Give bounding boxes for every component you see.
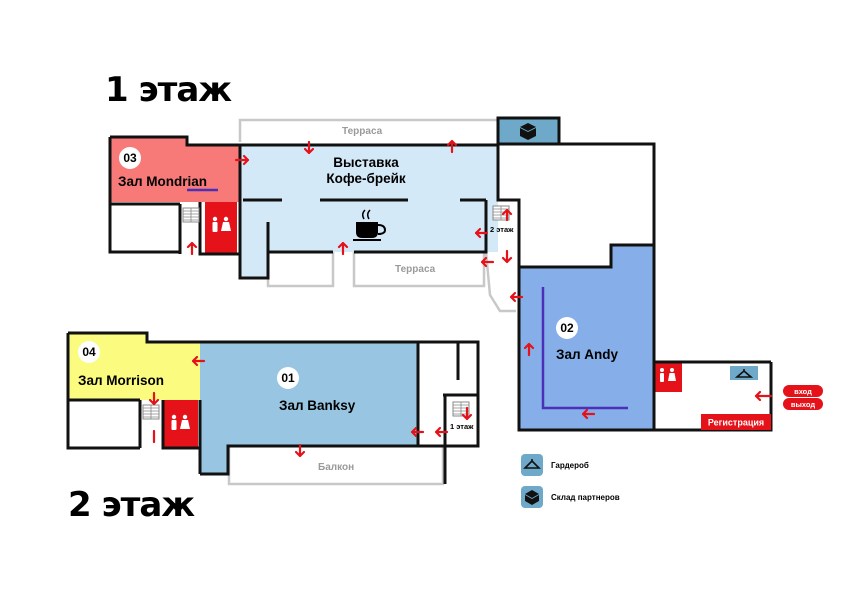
arrow-down-terrace [303,140,315,155]
hall-mondrian-name: Зал Mondrian [118,174,207,189]
wall-stairs [178,202,240,256]
terrace-bottom-label: Терраса [395,264,436,275]
hall-morrison[interactable] [68,333,200,400]
arrow-left-andy [509,291,524,303]
coffee-break-title: Кофе-брейк [326,171,406,186]
route-andy [541,287,628,410]
box-icon [525,490,539,505]
arrow-up-andy [523,342,535,357]
arrow-left-banksy [410,426,425,438]
wc-andy[interactable] [655,362,682,392]
arrow-into-expo [234,154,250,166]
wall-morrison-inner [68,398,200,450]
arrow-up-terrace [446,139,458,154]
restroom-icon [212,216,231,232]
stairs-icon [182,207,200,223]
arrow-left-stair2 [474,227,489,239]
arrow-left-morrison [191,355,206,367]
expo-side-corridor [240,200,268,278]
hall-morrison-badge [78,341,100,363]
hall-mondrian-number: 03 [123,151,137,165]
terrace-top-outline [238,118,498,142]
wardrobe-desk[interactable] [730,366,758,380]
hall-andy[interactable] [519,245,654,430]
exit-label: выход [791,400,815,409]
hall-banksy-number: 01 [281,371,295,385]
floor-1-title: 1 этаж [105,70,232,110]
arrow-up-stair2 [501,208,513,222]
hall-mondrian-badge [119,147,141,169]
hall-mondrian[interactable] [110,137,240,202]
coffee-cup-icon [353,209,387,241]
arrow-down-morrison [148,391,160,406]
wall-stair-2 [496,144,521,267]
exit-pill[interactable] [783,398,823,410]
banksy-side-corridor [200,400,228,474]
terrace-ramp-outline [484,251,516,313]
arrow-entrance [754,390,773,402]
balcony-label: Балкон [318,462,354,473]
entrance-pill[interactable] [783,385,823,397]
wall-expo-top [240,116,561,147]
wall-mondrian-left [108,137,180,254]
wall-expo-bottom [268,200,488,254]
entrance-label: вход [794,387,812,396]
arrow-up-stairs [186,241,198,256]
hall-andy-badge [556,317,578,339]
stairs-to-first-label: 1 этаж [450,422,474,431]
hall-banksy-badge [277,367,299,389]
hanger-icon [734,369,754,378]
terrace-left-outline [266,252,335,288]
wayfinding-arrows [148,139,773,458]
hall-andy-number: 02 [560,321,574,335]
terrace-top-label: Терраса [342,126,383,137]
arrow-left-andy-bottom [581,408,596,420]
restroom-icon [171,414,190,430]
wc-second-floor[interactable] [163,400,198,448]
wc-first-floor[interactable] [205,202,237,254]
arrow-down-stair1 [461,406,473,421]
registration-label: Регистрация [708,418,764,428]
box-icon [520,123,536,140]
stairs-icon [452,401,470,417]
hanger-icon [523,459,541,469]
restroom-icon [660,368,676,382]
wall-second-top [68,331,420,446]
stairs-to-second-label: 2 этаж [490,225,514,234]
stairs-icon [492,205,510,221]
wall-banksy-bottom [200,444,418,476]
hall-banksy[interactable] [200,342,418,446]
expo-title: Выставка [333,155,399,170]
hall-banksy-name: Зал Banksy [279,398,356,413]
arrow-down-balcony [294,443,306,458]
legend-wardrobe-swatch [521,454,543,476]
arrow-up-expo [337,241,349,256]
wall-stair-1-inner [443,342,478,446]
wall-andy [498,142,771,432]
stairs-icon [142,404,160,420]
arrow-left-exit [480,256,495,268]
partner-storage-room[interactable] [498,118,559,144]
legend-storage-label: Склад партнеров [551,493,620,502]
terrace-bottom-outline [352,252,486,288]
wall-morrison-left [66,333,140,450]
registration-desk[interactable] [701,414,771,430]
hall-morrison-number: 04 [82,345,96,359]
arrow-down-ramp [501,249,513,264]
hall-morrison-name: Зал Morrison [78,373,164,388]
floor-2-title: 2 этаж [68,485,195,525]
hall-andy-name: Зал Andy [556,347,619,362]
legend-wardrobe-label: Гардероб [551,461,589,470]
arrow-left-stair1 [434,426,449,438]
